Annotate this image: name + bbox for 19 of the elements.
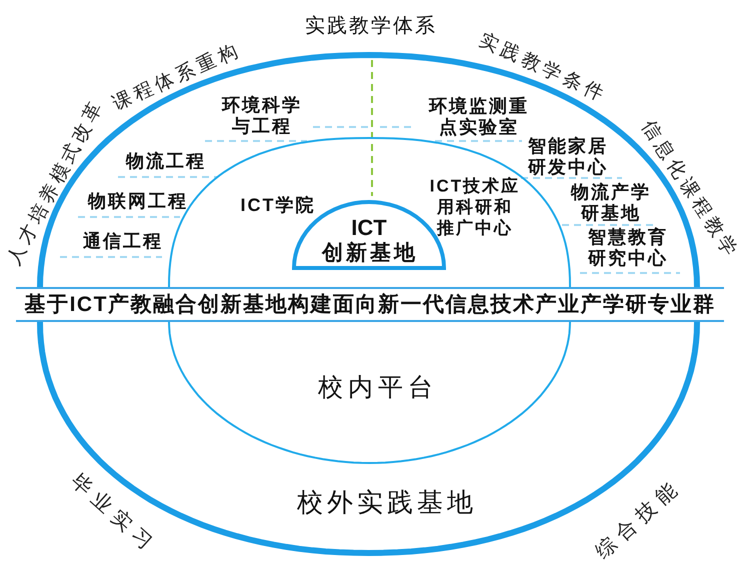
center-label: ICT技术应用科研和推广中心 (429, 176, 521, 238)
base-title: ICT (351, 217, 387, 239)
facility-label: 物流产学研基地 (570, 182, 652, 224)
major-label: 环境科学与工程 (220, 95, 303, 137)
major-label: 物联网工程 (88, 192, 188, 210)
major-label: 物流工程 (126, 152, 206, 170)
region-title: 校外实践基地 (297, 489, 477, 515)
banner-band (16, 287, 724, 322)
banner-text: 基于ICT产教融合创新基地构建面向新一代信息技术产业产学研专业群 (24, 294, 716, 315)
platform-title: 校内平台 (318, 376, 438, 400)
section-heading: 实践教学体系 (305, 16, 437, 36)
facility-label: 智能家居研发中心 (526, 136, 609, 178)
arc-label: 毕业实习 (67, 470, 161, 558)
facility-label: 环境监测重点实验室 (428, 96, 530, 137)
facility-label: 智慧教育研究中心 (586, 227, 669, 269)
major-label: 通信工程 (83, 232, 163, 250)
arc-label: 综合技能 (592, 475, 686, 563)
base-title: 创新基地 (322, 242, 418, 264)
college-label: ICT学院 (240, 196, 316, 214)
